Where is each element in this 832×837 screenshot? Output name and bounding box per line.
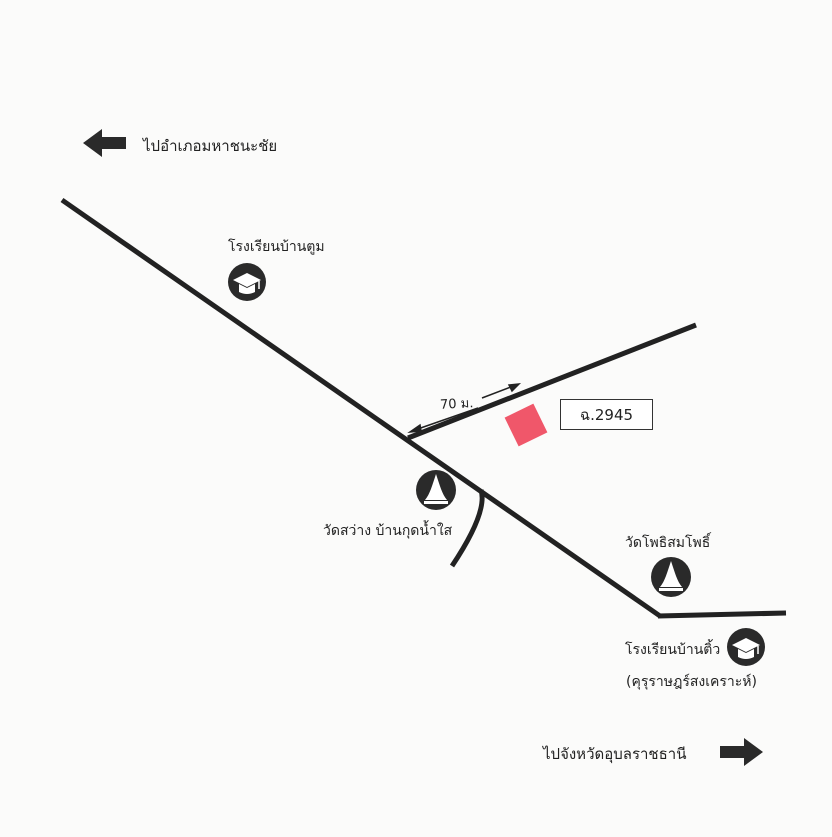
school-top-label: โรงเรียนบ้านตูม bbox=[228, 239, 325, 255]
road-to-ubon bbox=[657, 610, 787, 619]
distance-arrow bbox=[407, 383, 522, 434]
school-icon bbox=[228, 263, 266, 301]
branch-road-south bbox=[449, 489, 485, 568]
temple-icon bbox=[651, 557, 691, 597]
parcel-label: ฉ.2945 bbox=[579, 405, 634, 424]
temple-right-label: วัดโพธิสมโพธิ์ bbox=[625, 535, 711, 551]
direction-bottom-label: ไปจังหวัดอุบลราชธานี bbox=[543, 745, 687, 763]
right-arrow-icon bbox=[720, 738, 763, 766]
main-road bbox=[60, 197, 662, 619]
parcel-marker bbox=[504, 403, 548, 447]
distance-label: 70 ม. bbox=[439, 396, 474, 413]
school-bottom-label-line2: (คุรุราษฎร์สงเคราะห์) bbox=[626, 674, 757, 690]
school-icon bbox=[727, 628, 765, 666]
left-arrow-icon bbox=[83, 129, 126, 157]
school-bottom-label-line1: โรงเรียนบ้านติ้ว bbox=[625, 642, 721, 658]
branch-road-east bbox=[407, 322, 697, 441]
parcel-label-box: ฉ.2945 bbox=[560, 399, 653, 430]
direction-top-label: ไปอำเภอมหาชนะชัย bbox=[143, 137, 278, 155]
temple-mid-label: วัดสว่าง บ้านกุดน้ำใส bbox=[323, 523, 453, 539]
temple-icon bbox=[416, 470, 456, 510]
